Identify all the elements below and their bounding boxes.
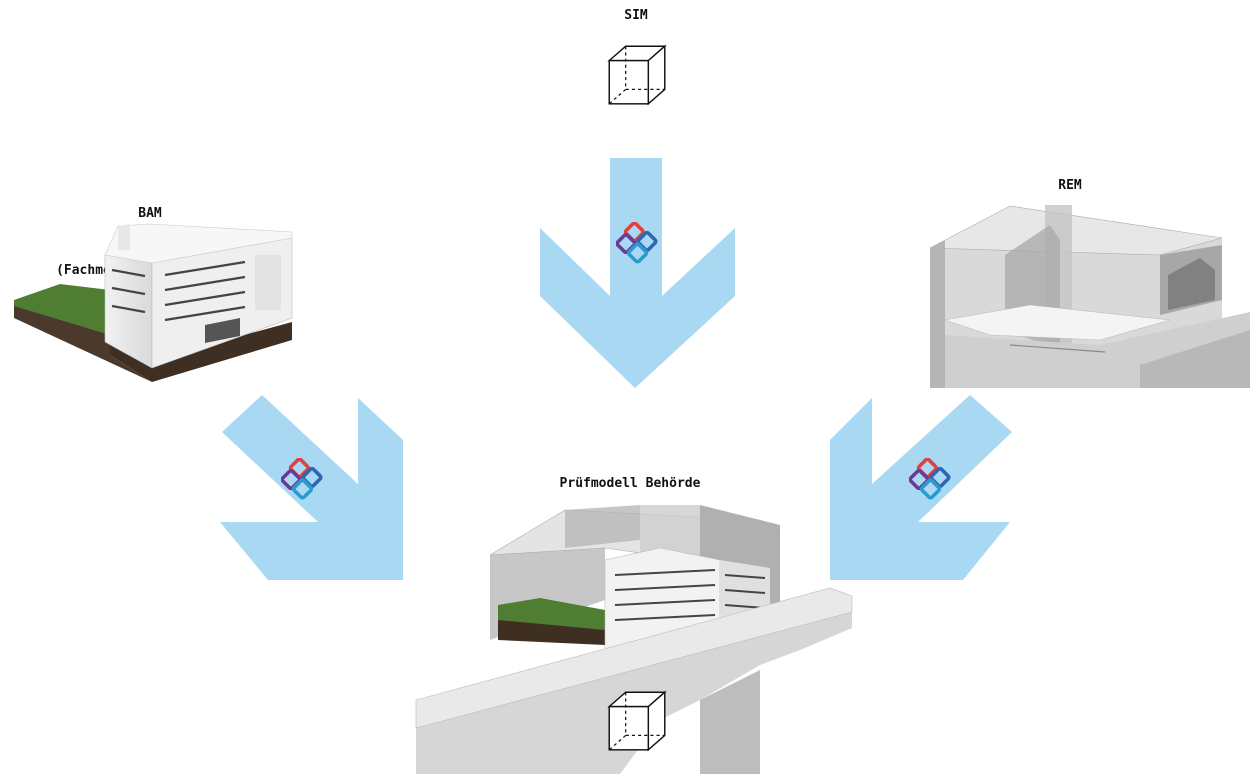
- rem-enclosure-model: [928, 205, 1250, 388]
- cube-wireframe-icon: [608, 45, 666, 105]
- rem-label: REM: [1058, 178, 1082, 193]
- pruefmodell-label: Prüfmodell Behörde: [559, 476, 701, 491]
- arrow-sim-to-pruef: [540, 158, 735, 388]
- bam-building-model: [14, 223, 293, 382]
- sim-label: SIM: [624, 8, 648, 23]
- bam-label-line1: BAM: [138, 206, 162, 221]
- pruefmodell-combined-model: [415, 505, 853, 774]
- cube-wireframe-icon: [608, 691, 666, 751]
